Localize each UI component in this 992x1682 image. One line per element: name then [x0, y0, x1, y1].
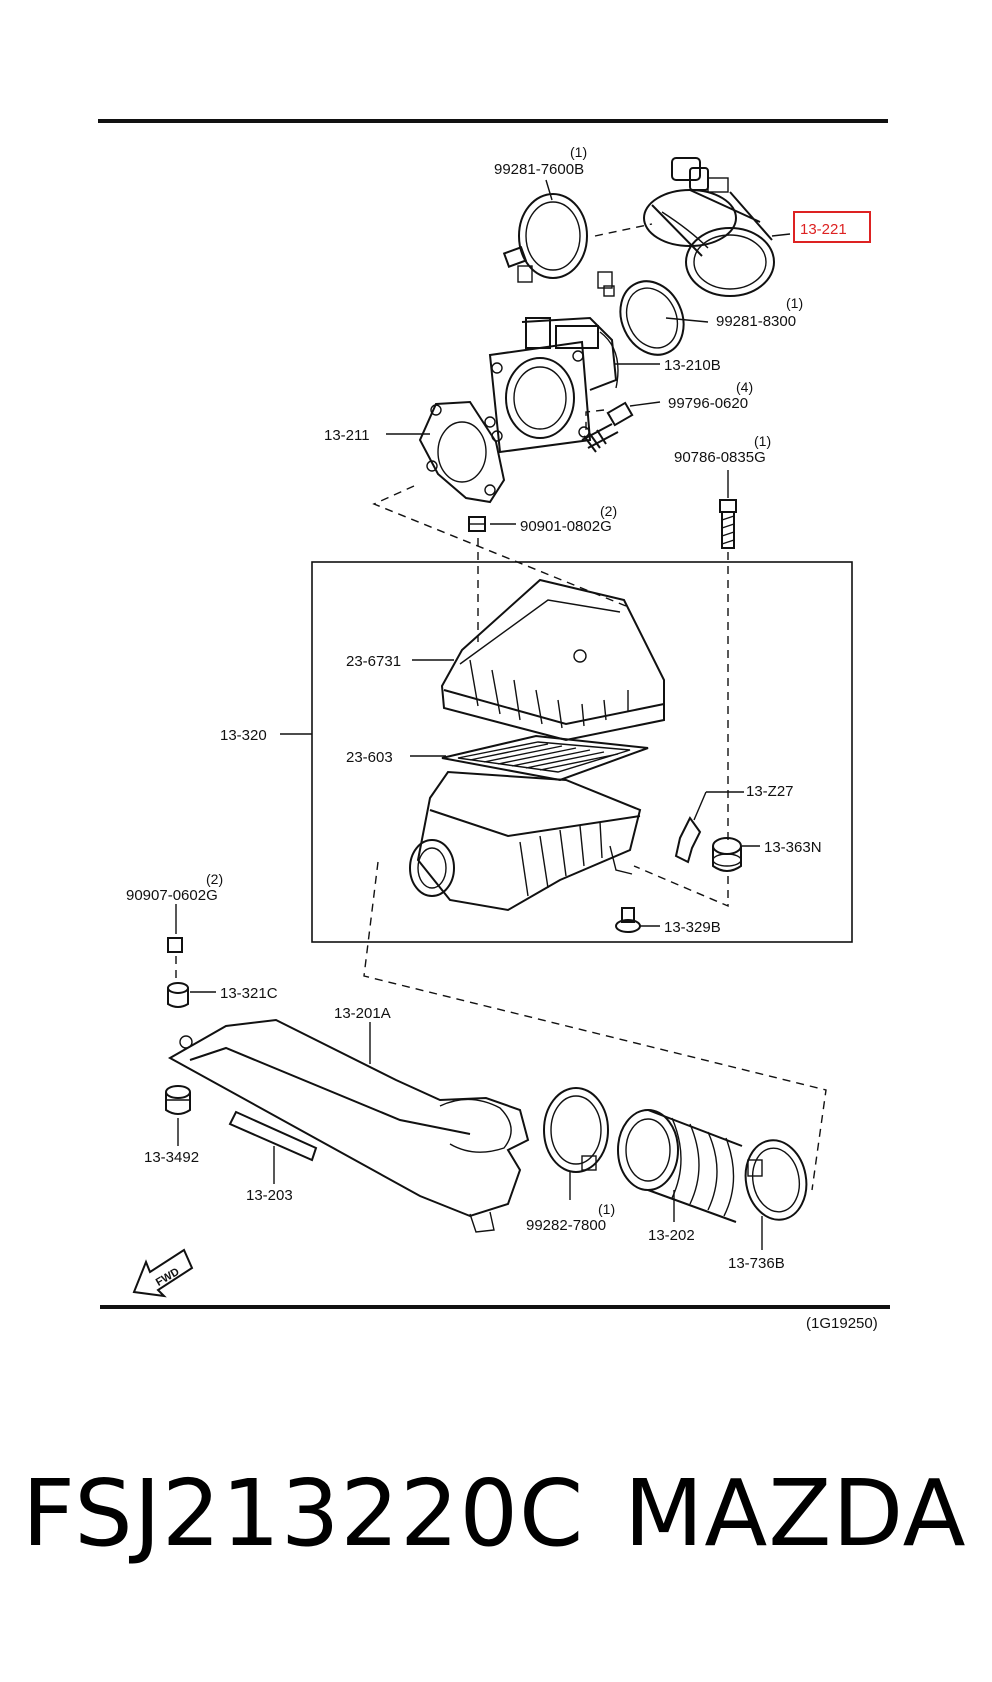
- label-99796-0620: 99796-0620: [668, 395, 748, 412]
- label-13-202: 13-202: [648, 1227, 695, 1244]
- part-labels: (1) 99281-7600B 13-221 (1) 99281-8300 13…: [126, 144, 878, 1332]
- nut-throttle: [468, 516, 486, 532]
- hose-clamp-lower-left: [543, 1087, 609, 1173]
- resonator-pad-13-203: [228, 1110, 318, 1162]
- qty-99281-7600B: (1): [570, 144, 587, 160]
- air-filter-element: [441, 734, 649, 782]
- bolt-13-329b: [615, 907, 641, 933]
- fwd-arrow-icon: FWD: [132, 1248, 194, 1298]
- label-23-6731: 23-6731: [346, 653, 401, 670]
- air-intake-hose: [617, 1109, 743, 1223]
- qty-99796-0620: (4): [736, 379, 753, 395]
- leader-lines: [175, 179, 791, 1250]
- qty-99282-7800: (1): [598, 1201, 615, 1217]
- label-99281-7600B: 99281-7600B: [494, 161, 584, 178]
- reference-code: (1G19250): [806, 1315, 878, 1332]
- throttle-body: [488, 316, 619, 454]
- grommet-13-3492: [165, 1085, 191, 1115]
- label-13-3492: 13-3492: [144, 1149, 199, 1166]
- highlight-box: [793, 211, 871, 243]
- throttle-gasket: [418, 400, 506, 504]
- label-90907-0602G: 90907-0602G: [126, 887, 218, 904]
- connector-clamp-to-meter: [594, 223, 653, 237]
- bolt-filter-housing: [719, 499, 737, 549]
- label-13-211: 13-211: [324, 427, 370, 444]
- air-cleaner-frame: [311, 561, 853, 943]
- connector-bolt-lower: [585, 409, 605, 436]
- grommet-13-321c: [167, 982, 189, 1008]
- label-13-201A: 13-201A: [334, 1005, 391, 1022]
- air-cleaner-cover: [440, 578, 665, 742]
- label-90901-0802G: 90901-0802G: [520, 518, 612, 535]
- label-13-736B: 13-736B: [728, 1255, 785, 1272]
- bolt-throttle: [581, 401, 634, 453]
- caption: FSJ213220C MAZDA: [0, 1460, 992, 1570]
- label-13-320: 13-320: [220, 727, 267, 744]
- label-23-603: 23-603: [346, 749, 393, 766]
- hose-clamp-upper-right: [597, 271, 685, 356]
- connector-case-to-hose: [363, 861, 827, 1191]
- label-13-210B: 13-210B: [664, 357, 721, 374]
- qty-99281-8300: (1): [786, 295, 803, 311]
- label-13-363N: 13-363N: [764, 839, 822, 856]
- qty-90786-0835G: (1): [754, 433, 771, 449]
- label-90786-0835G: 90786-0835G: [674, 449, 766, 466]
- air-intake-resonator: [167, 1018, 530, 1233]
- label-13-329B: 13-329B: [664, 919, 721, 936]
- label-13-Z27: 13-Z27: [746, 783, 794, 800]
- nut-lower-left: [167, 937, 183, 953]
- hose-clamp-upper-left: [502, 193, 588, 283]
- air-cleaner-case: [409, 770, 642, 912]
- brand-name: MAZDA: [624, 1460, 967, 1567]
- fwd-label: FWD: [154, 1266, 182, 1289]
- label-13-203: 13-203: [246, 1187, 293, 1204]
- connector-gasket-to-box: [372, 485, 627, 607]
- label-13-221: 13-221: [800, 221, 847, 238]
- qty-90907-0602G: (2): [206, 871, 223, 887]
- label-13-321C: 13-321C: [220, 985, 278, 1002]
- part-number: FSJ213220C: [22, 1460, 585, 1567]
- hose-clamp-lower-right: [744, 1139, 808, 1221]
- label-99282-7800: 99282-7800: [526, 1217, 606, 1234]
- bracket-13-z27: [674, 816, 702, 864]
- air-flow-meter: [643, 157, 775, 297]
- qty-90901-0802G: (2): [600, 503, 617, 519]
- label-99281-8300: 99281-8300: [716, 313, 796, 330]
- insulator-13-363n: [712, 837, 742, 872]
